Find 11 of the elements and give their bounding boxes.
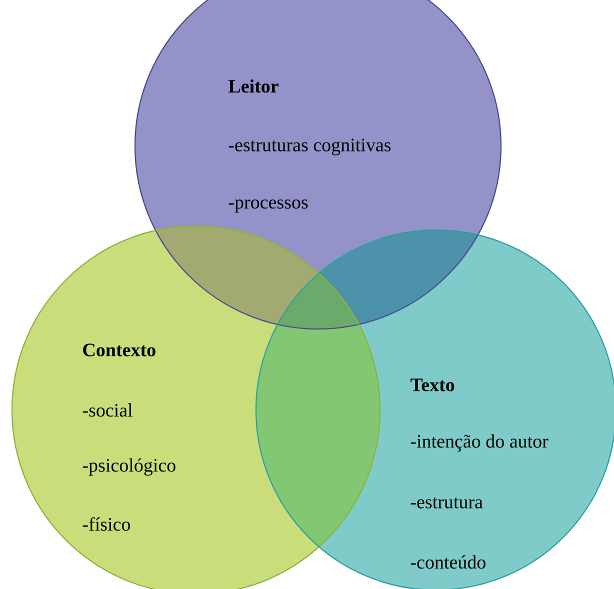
list-item: -social [82,403,132,417]
list-item: -intenção do autor [410,434,548,452]
list-item: -processos [228,200,308,212]
list-item: -estrutura [410,498,483,508]
list-item: -psicológico [82,458,176,476]
circle-heading: Contexto [83,344,156,356]
circle-heading: Texto [410,378,454,392]
list-item: -físico [82,517,130,531]
circle-heading: Leitor [228,79,278,93]
list-item: -conteúdo [410,555,486,569]
list-item: -estruturas cognitivas [228,138,391,156]
